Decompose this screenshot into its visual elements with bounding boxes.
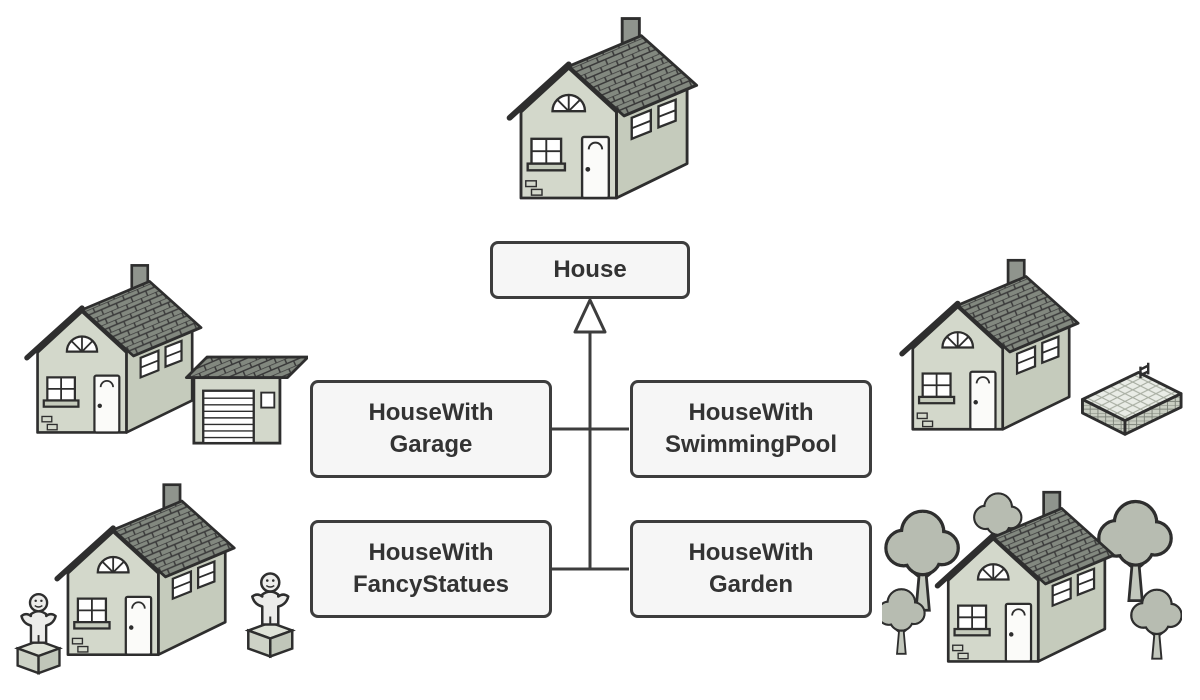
class-label-line1: HouseWith [688,539,814,567]
class-label-line1: HouseWith [368,399,494,427]
class-box-house-with-swimming-pool: HouseWith SwimmingPool [630,380,872,478]
class-label-line2: FancyStatues [352,571,510,598]
class-label-line2: Garage [389,431,473,458]
class-label-line1: HouseWith [368,539,494,567]
pool-ladder-icon [1139,362,1150,379]
house-with-fancy-statues-illustration [10,475,305,680]
class-box-house-with-fancy-statues: HouseWith FancyStatues [310,520,552,618]
house-with-garage-illustration [18,258,308,458]
class-label-line2: Garden [708,571,794,598]
house-with-garden-illustration [882,465,1182,683]
class-box-house: House [490,241,690,299]
class-box-house-with-garden: HouseWith Garden [630,520,872,618]
house-with-swimming-pool-illustration [893,258,1183,452]
inheritance-arrow-icon [573,298,607,334]
class-label-line2: SwimmingPool [664,431,837,458]
house-illustration [500,14,710,214]
class-box-house-with-garage: HouseWith Garage [310,380,552,478]
class-box-house-label: House [553,256,627,284]
class-label-line1: HouseWith [688,399,814,427]
